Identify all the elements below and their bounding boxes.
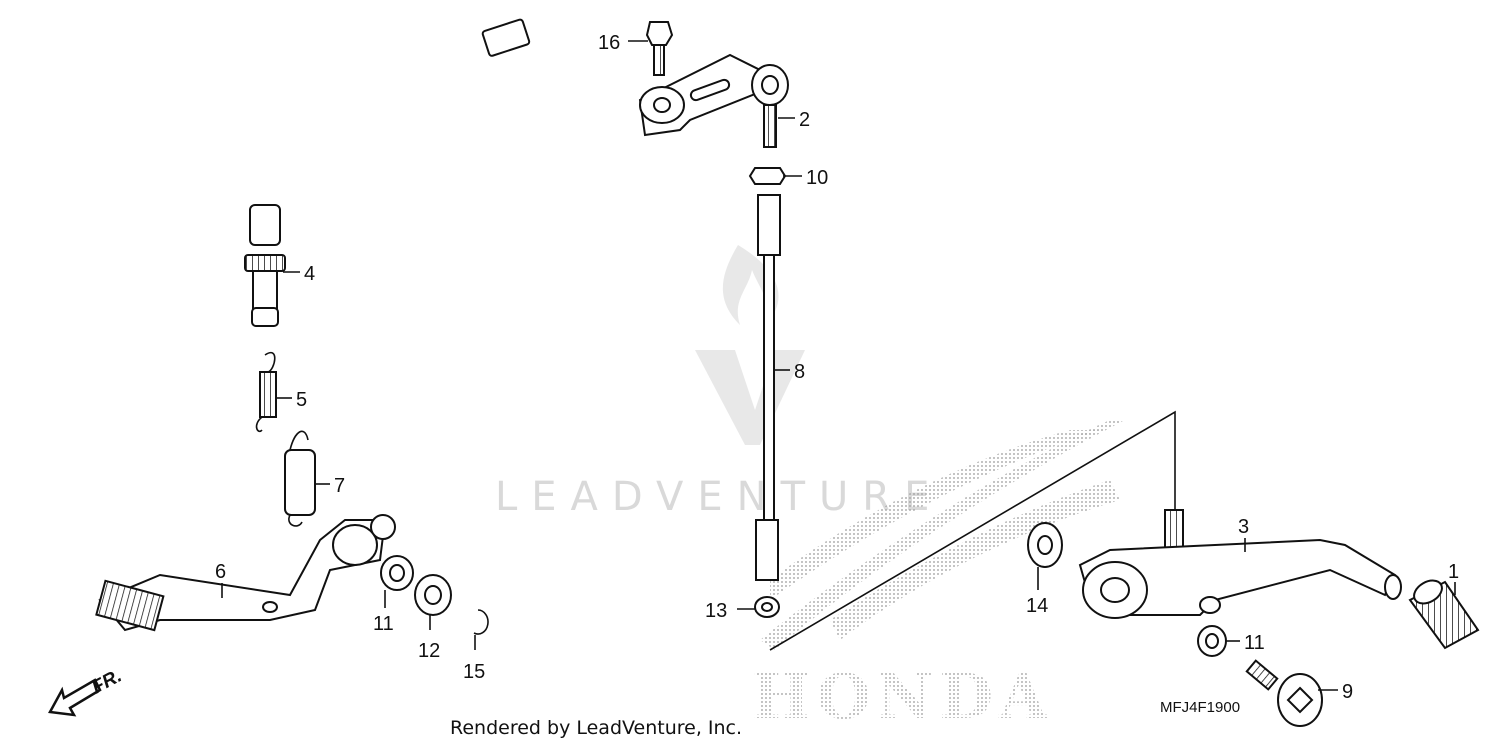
callout-12: 12 <box>418 640 440 662</box>
front-arrow-icon <box>48 678 102 717</box>
callout-15: 15 <box>463 661 485 683</box>
diagram-code: MFJ4F1900 <box>1160 699 1240 716</box>
assembly-guide-line <box>769 410 1176 651</box>
part-9-bolt <box>1245 659 1323 727</box>
brand-logo-text: HONDA <box>752 660 1053 733</box>
callout-6: 6 <box>215 561 226 583</box>
part-7-return-spring <box>284 430 316 527</box>
part-3-shift-pedal <box>1078 509 1402 619</box>
callout-1: 1 <box>1448 561 1459 583</box>
part-13-nut <box>754 596 780 618</box>
part-12-washer <box>414 574 452 616</box>
footer-credit: Rendered by LeadVenture, Inc. <box>450 717 742 739</box>
callout-5: 5 <box>296 389 307 411</box>
part-10-nut <box>748 167 787 185</box>
callout-8: 8 <box>794 361 805 383</box>
part-1-rubber-peg <box>1408 579 1480 650</box>
part-5-spring <box>255 351 277 433</box>
brand-wing-logo: HONDA <box>752 420 1125 733</box>
shift-arm <box>638 53 767 137</box>
part-2-joint <box>751 64 789 148</box>
part-11-washer-right <box>1197 625 1227 657</box>
part-14-washer <box>1027 522 1063 568</box>
part-6-brake-pedal <box>95 514 396 632</box>
callout-14: 14 <box>1026 595 1048 617</box>
part-4-stop-switch <box>244 18 531 327</box>
watermark-logo-icon <box>695 245 805 445</box>
part-8-rod <box>755 194 781 581</box>
callout-11-right: 11 <box>1244 632 1265 654</box>
callout-2: 2 <box>799 109 810 131</box>
watermark-text: LEADVENTURE <box>495 474 943 520</box>
callout-10: 10 <box>806 167 828 189</box>
callout-16: 16 <box>598 32 620 54</box>
callout-13: 13 <box>705 600 727 622</box>
watermark: LEADVENTURE <box>495 245 943 520</box>
callout-11-left: 11 <box>373 613 394 635</box>
callout-labels: 1 2 3 4 5 6 7 8 9 10 11 11 12 13 14 15 1… <box>215 32 1459 703</box>
callout-7: 7 <box>334 475 345 497</box>
callout-leaders <box>221 40 1456 691</box>
callout-3: 3 <box>1238 516 1249 538</box>
part-11-washer-left <box>380 555 414 591</box>
callout-4: 4 <box>304 263 315 285</box>
part-15-clip <box>473 609 489 635</box>
front-direction-marker: FR. <box>48 666 125 717</box>
part-16-bolt <box>645 21 674 76</box>
callout-9: 9 <box>1342 681 1353 703</box>
